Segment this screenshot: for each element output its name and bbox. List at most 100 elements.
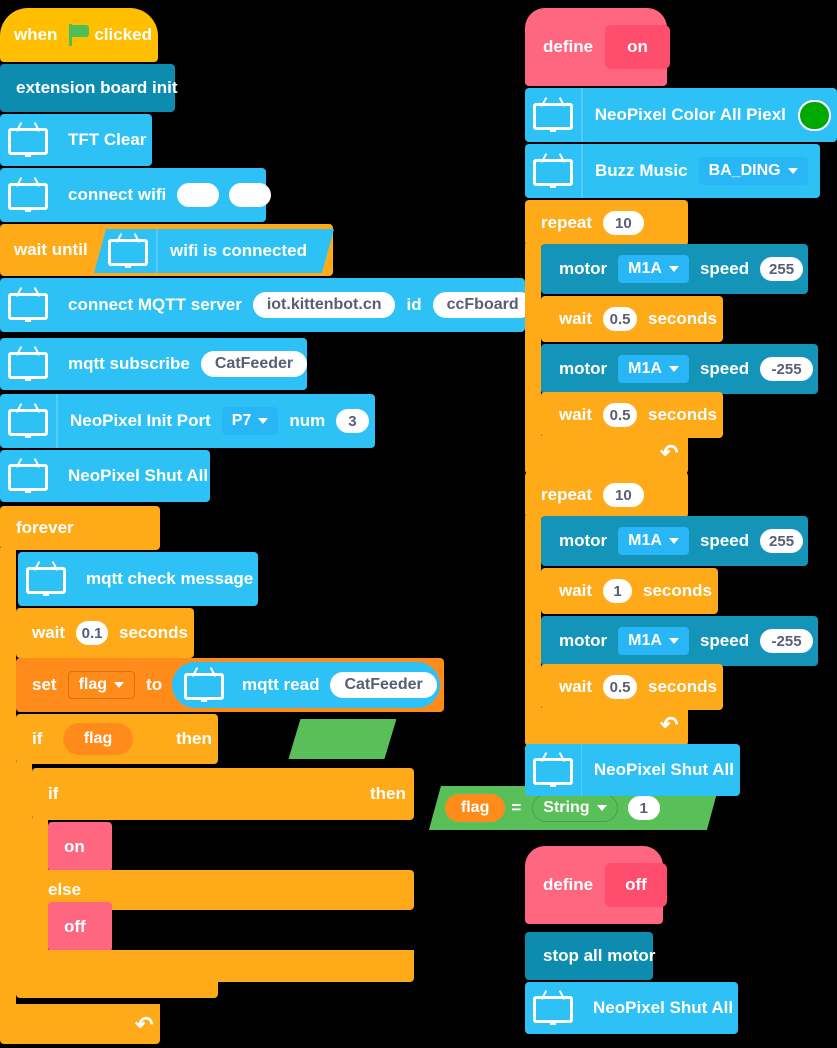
- block-neopixel-init-port[interactable]: NeoPixel Init Port P7 num 3: [0, 394, 375, 448]
- block-motor-speed[interactable]: motor M1A speed -255: [541, 344, 818, 394]
- tv-screen-icon: [8, 458, 48, 493]
- hat-when-flag-clicked[interactable]: when clicked: [0, 8, 158, 62]
- mqtt-subscribe-label: mqtt subscribe: [68, 354, 190, 373]
- block-call-off[interactable]: off: [48, 902, 112, 952]
- chevron-down-icon: [114, 682, 125, 688]
- wait-label: wait: [559, 677, 593, 696]
- block-buzz-music[interactable]: Buzz Music BA_DING: [525, 144, 820, 198]
- block-wait-seconds[interactable]: wait 0.5 seconds: [541, 664, 723, 710]
- repeat-times-input-2[interactable]: 10: [603, 483, 644, 507]
- hat-define-off[interactable]: define off: [525, 846, 667, 924]
- mqtt-read-topic-input[interactable]: CatFeeder: [330, 672, 437, 698]
- tv-screen-icon: [26, 561, 66, 596]
- block-tft-clear[interactable]: TFT Clear: [0, 114, 152, 166]
- block-repeat-1-header[interactable]: repeat 10: [525, 200, 688, 246]
- block-mqtt-subscribe[interactable]: mqtt subscribe CatFeeder: [0, 338, 308, 390]
- else-label: else: [48, 880, 82, 899]
- motor-speed-input[interactable]: -255: [760, 357, 813, 381]
- block-wait-seconds[interactable]: wait 1 seconds: [541, 568, 718, 614]
- block-neopixel-shut-all[interactable]: NeoPixel Shut All: [525, 744, 740, 796]
- define-label-on: define: [543, 37, 594, 56]
- variable-flag-outer[interactable]: flag: [63, 723, 133, 755]
- wait-seconds-input[interactable]: 0.1: [76, 621, 109, 645]
- tv-screen-icon: [533, 990, 573, 1025]
- block-repeat-2-header[interactable]: repeat 10: [525, 472, 688, 518]
- set-variable-value: flag: [78, 676, 108, 693]
- forever-label: forever: [16, 518, 74, 537]
- motor-label: motor: [559, 259, 608, 278]
- mqtt-id-input[interactable]: ccFboard: [432, 292, 533, 318]
- block-neopixel-shut-all[interactable]: NeoPixel Shut All: [525, 982, 738, 1034]
- buzz-tune-value: BA_DING: [708, 162, 781, 179]
- block-motor-speed[interactable]: motor M1A speed 255: [541, 516, 808, 566]
- boolean-wifi-is-connected[interactable]: wifi is connected: [94, 229, 334, 273]
- motor-port-dropdown[interactable]: M1A: [618, 527, 689, 555]
- block-wait-seconds[interactable]: wait 0.5 seconds: [541, 392, 723, 438]
- variable-flag-inner[interactable]: flag: [445, 794, 505, 822]
- wifi-ssid-input[interactable]: [177, 183, 220, 207]
- block-call-on[interactable]: on: [48, 822, 112, 872]
- block-if-inner-header[interactable]: if: [32, 768, 414, 820]
- block-motor-speed[interactable]: motor M1A speed -255: [541, 616, 818, 666]
- wait-seconds-input[interactable]: 0.5: [603, 675, 638, 699]
- block-extension-board-init[interactable]: extension board init: [0, 64, 178, 112]
- repeat-times-input-1[interactable]: 10: [603, 211, 644, 235]
- motor-port-value: M1A: [628, 532, 662, 549]
- block-motor-speed[interactable]: motor M1A speed 255: [541, 244, 808, 294]
- connect-wifi-label: connect wifi: [68, 185, 167, 204]
- then-label-outer: then: [176, 729, 212, 748]
- forever-foot: [0, 1004, 160, 1044]
- tv-screen-icon: [8, 346, 48, 381]
- motor-label: motor: [559, 631, 608, 650]
- mqtt-topic-input[interactable]: CatFeeder: [200, 351, 308, 377]
- motor-port-dropdown[interactable]: M1A: [618, 355, 689, 383]
- repeat-1-left-spine: [525, 244, 541, 438]
- block-connect-mqtt-server[interactable]: connect MQTT server iot.kittenbot.cn id …: [0, 278, 533, 332]
- block-wait-seconds[interactable]: wait 0.5 seconds: [541, 296, 723, 342]
- wifi-password-input[interactable]: [229, 183, 272, 207]
- boolean-flag-outer[interactable]: [288, 719, 396, 759]
- reporter-mqtt-read[interactable]: mqtt read CatFeeder: [172, 662, 440, 708]
- block-wait-seconds[interactable]: wait 0.1 seconds: [16, 608, 194, 658]
- then-label-inner: then: [370, 784, 406, 803]
- motor-port-dropdown[interactable]: M1A: [618, 255, 689, 283]
- call-on-label: on: [64, 837, 85, 856]
- set-variable-dropdown[interactable]: flag: [67, 671, 136, 699]
- procedure-name-off: off: [605, 863, 667, 907]
- wait-label: wait: [32, 623, 66, 642]
- mqtt-check-label: mqtt check message: [86, 569, 254, 588]
- motor-port-dropdown[interactable]: M1A: [618, 627, 689, 655]
- define-label-off: define: [543, 875, 594, 894]
- color-swatch[interactable]: [797, 99, 831, 131]
- speed-label: speed: [699, 259, 750, 278]
- block-forever-header[interactable]: forever: [0, 506, 160, 550]
- neopixel-port-value: P7: [231, 412, 252, 429]
- motor-speed-input[interactable]: -255: [760, 629, 813, 653]
- block-mqtt-check-message[interactable]: mqtt check message: [18, 552, 258, 606]
- string-type-dropdown[interactable]: String: [532, 794, 617, 822]
- mqtt-id-label: id: [406, 295, 422, 314]
- wait-seconds-input[interactable]: 1: [603, 579, 633, 603]
- hat-define-on[interactable]: define on: [525, 8, 670, 86]
- block-neopixel-color-all[interactable]: NeoPixel Color All Piexl: [525, 88, 837, 142]
- wait-seconds-input[interactable]: 0.5: [603, 403, 638, 427]
- block-connect-wifi[interactable]: connect wifi: [0, 168, 272, 222]
- speed-label: speed: [699, 359, 750, 378]
- tv-screen-icon: [8, 177, 48, 212]
- motor-speed-input[interactable]: 255: [760, 257, 803, 281]
- neopixel-port-dropdown[interactable]: P7: [221, 407, 279, 435]
- seconds-label: seconds: [648, 309, 717, 328]
- buzz-tune-dropdown[interactable]: BA_DING: [698, 157, 808, 185]
- seconds-label: seconds: [119, 623, 188, 642]
- motor-speed-input[interactable]: 255: [760, 529, 803, 553]
- neopixel-num-input[interactable]: 3: [336, 409, 369, 433]
- mqtt-server-input[interactable]: iot.kittenbot.cn: [252, 292, 396, 318]
- buzz-music-label: Buzz Music: [595, 161, 688, 180]
- compare-value-input[interactable]: 1: [628, 796, 660, 820]
- wait-seconds-input[interactable]: 0.5: [603, 307, 638, 331]
- block-neopixel-shut-all[interactable]: NeoPixel Shut All: [0, 450, 210, 502]
- if-inner-foot: [32, 950, 414, 982]
- block-stop-all-motor[interactable]: stop all motor: [525, 932, 655, 980]
- seconds-label: seconds: [648, 677, 717, 696]
